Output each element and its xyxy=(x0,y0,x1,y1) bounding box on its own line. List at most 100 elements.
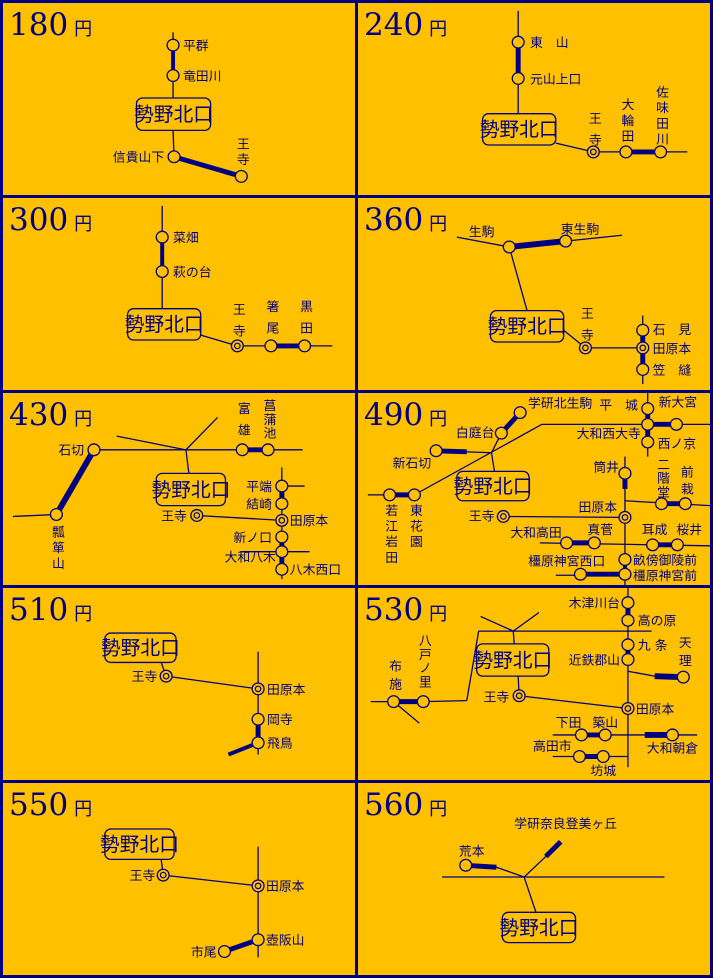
station[interactable]: 東生駒 xyxy=(559,221,600,248)
station[interactable]: 信貴山下 xyxy=(113,150,181,166)
station[interactable]: 平 城 xyxy=(599,399,655,416)
station[interactable]: 木津川台 xyxy=(569,596,635,612)
station[interactable]: 耳成 xyxy=(642,523,668,552)
station[interactable]: 王寺 xyxy=(130,868,170,884)
station[interactable]: 王寺 xyxy=(132,669,173,685)
fare-segment-line xyxy=(173,154,242,179)
station[interactable]: 学研奈良登美ヶ丘 xyxy=(514,816,617,832)
station-icon xyxy=(654,497,669,511)
station[interactable]: 結崎 xyxy=(246,497,289,513)
station-icon xyxy=(641,402,655,416)
station[interactable]: 東 山 xyxy=(511,35,569,51)
station[interactable]: 富雄 xyxy=(235,401,250,457)
station[interactable]: 畝傍御陵前 xyxy=(618,552,697,568)
station-label: 王寺 xyxy=(130,869,156,884)
station[interactable]: 王寺 xyxy=(469,509,510,524)
hub-station-box xyxy=(104,828,175,861)
station[interactable]: 生駒 xyxy=(469,225,516,254)
station[interactable]: 笠 縫 xyxy=(636,362,692,378)
station[interactable]: 東花園 xyxy=(407,488,422,551)
station[interactable]: 王寺 xyxy=(230,303,245,353)
station[interactable]: 二階堂 xyxy=(654,458,669,511)
station[interactable]: 田原本 xyxy=(275,513,329,529)
station[interactable]: 新石切 xyxy=(393,444,443,472)
station[interactable]: 王寺 xyxy=(578,307,593,355)
station[interactable]: 桜井 xyxy=(670,523,702,552)
station[interactable]: 菖蒲池 xyxy=(260,399,276,457)
station-label: 田原本 xyxy=(636,702,675,717)
station-label: 学研北生駒 xyxy=(528,396,592,412)
station[interactable]: 田原本 xyxy=(636,341,692,357)
station[interactable]: 元山上口 xyxy=(511,71,581,87)
station[interactable]: 大和高田 xyxy=(510,525,574,550)
station[interactable]: 石 見 xyxy=(636,323,692,338)
station[interactable]: 築山 xyxy=(592,716,618,742)
station[interactable]: 王寺 xyxy=(234,137,249,183)
station[interactable]: 竜田川 xyxy=(166,68,221,84)
station[interactable]: 荒本 xyxy=(459,845,485,872)
station[interactable]: 新ノ口 xyxy=(233,530,289,546)
station[interactable]: 高田市 xyxy=(533,739,587,764)
station[interactable]: 王寺 xyxy=(484,689,526,706)
station-label: 田原本 xyxy=(579,501,618,516)
yen-unit: 円 xyxy=(74,409,93,430)
station[interactable]: 天理 xyxy=(676,636,691,684)
station[interactable]: 坊城 xyxy=(590,749,616,779)
yen-unit: 円 xyxy=(429,19,448,40)
station[interactable]: 市尾 xyxy=(191,944,232,960)
station[interactable]: 布施 xyxy=(386,660,402,709)
fare-value: 240 xyxy=(364,7,424,43)
station[interactable]: 学研北生駒 xyxy=(513,396,592,420)
station[interactable]: 田原本 xyxy=(251,879,305,895)
station[interactable]: 真菅 xyxy=(587,523,613,550)
station[interactable]: 九 条 xyxy=(621,638,668,654)
station[interactable]: 田原本 xyxy=(621,701,675,717)
station[interactable]: 菜畑 xyxy=(155,230,199,246)
station[interactable]: 橿原神宮前 xyxy=(618,567,697,584)
station[interactable]: 石切 xyxy=(58,443,101,459)
station[interactable]: 若江岩田 xyxy=(382,488,398,566)
station[interactable]: 白庭台 xyxy=(456,425,508,441)
station[interactable]: 高の原 xyxy=(621,613,677,629)
station-label: 佐味田川 xyxy=(653,85,668,148)
station[interactable]: 筒井 xyxy=(593,459,632,480)
fare-value: 490 xyxy=(364,397,424,433)
station[interactable]: 大和八木 xyxy=(225,545,289,566)
yen-unit: 円 xyxy=(429,409,448,430)
station[interactable]: 佐味田川 xyxy=(653,85,668,159)
station[interactable]: 萩の台 xyxy=(155,264,212,280)
station[interactable]: 壺阪山 xyxy=(251,933,305,949)
station[interactable]: 西ノ京 xyxy=(641,435,696,452)
station-label: 信貴山下 xyxy=(113,151,165,166)
station[interactable]: 八戸ノ里 xyxy=(416,634,431,709)
station-label: 飛鳥 xyxy=(267,737,293,752)
station[interactable]: 瓢箪山 xyxy=(49,507,64,573)
station[interactable]: 箸尾 xyxy=(263,299,279,353)
station[interactable]: 新大宮 xyxy=(659,395,698,431)
station-label: 菖蒲池 xyxy=(260,399,275,440)
station[interactable]: 橿原神宮西口 xyxy=(528,553,605,581)
station[interactable]: 八木西口 xyxy=(275,562,341,578)
station[interactable]: 前栽 xyxy=(678,465,693,511)
station[interactable]: 岡寺 xyxy=(251,712,293,728)
station[interactable]: 近鉄郡山 xyxy=(569,652,635,668)
station[interactable]: 王寺 xyxy=(586,112,601,159)
station[interactable]: 飛鳥 xyxy=(251,736,293,752)
fare-value: 560 xyxy=(364,787,424,823)
station[interactable]: 平端 xyxy=(246,479,289,495)
station[interactable]: 田原本 xyxy=(251,682,306,698)
station[interactable]: 田原本 xyxy=(579,501,632,524)
hub-station-label: 勢野北口 xyxy=(499,916,578,939)
station-icon xyxy=(641,417,655,431)
station[interactable]: 大輪田 xyxy=(618,98,634,159)
station[interactable]: 黒田 xyxy=(297,300,313,353)
station[interactable]: 大和朝倉 xyxy=(647,728,699,757)
route-diagram: 勢野北口 荒本 学研奈良登美ヶ丘 xyxy=(442,816,665,944)
station-label: 真菅 xyxy=(587,523,613,538)
station[interactable]: 下田 xyxy=(556,716,589,742)
station[interactable]: 平群 xyxy=(166,38,209,54)
station[interactable]: 王寺 xyxy=(161,508,204,524)
station[interactable]: 大和西大寺 xyxy=(577,417,655,442)
